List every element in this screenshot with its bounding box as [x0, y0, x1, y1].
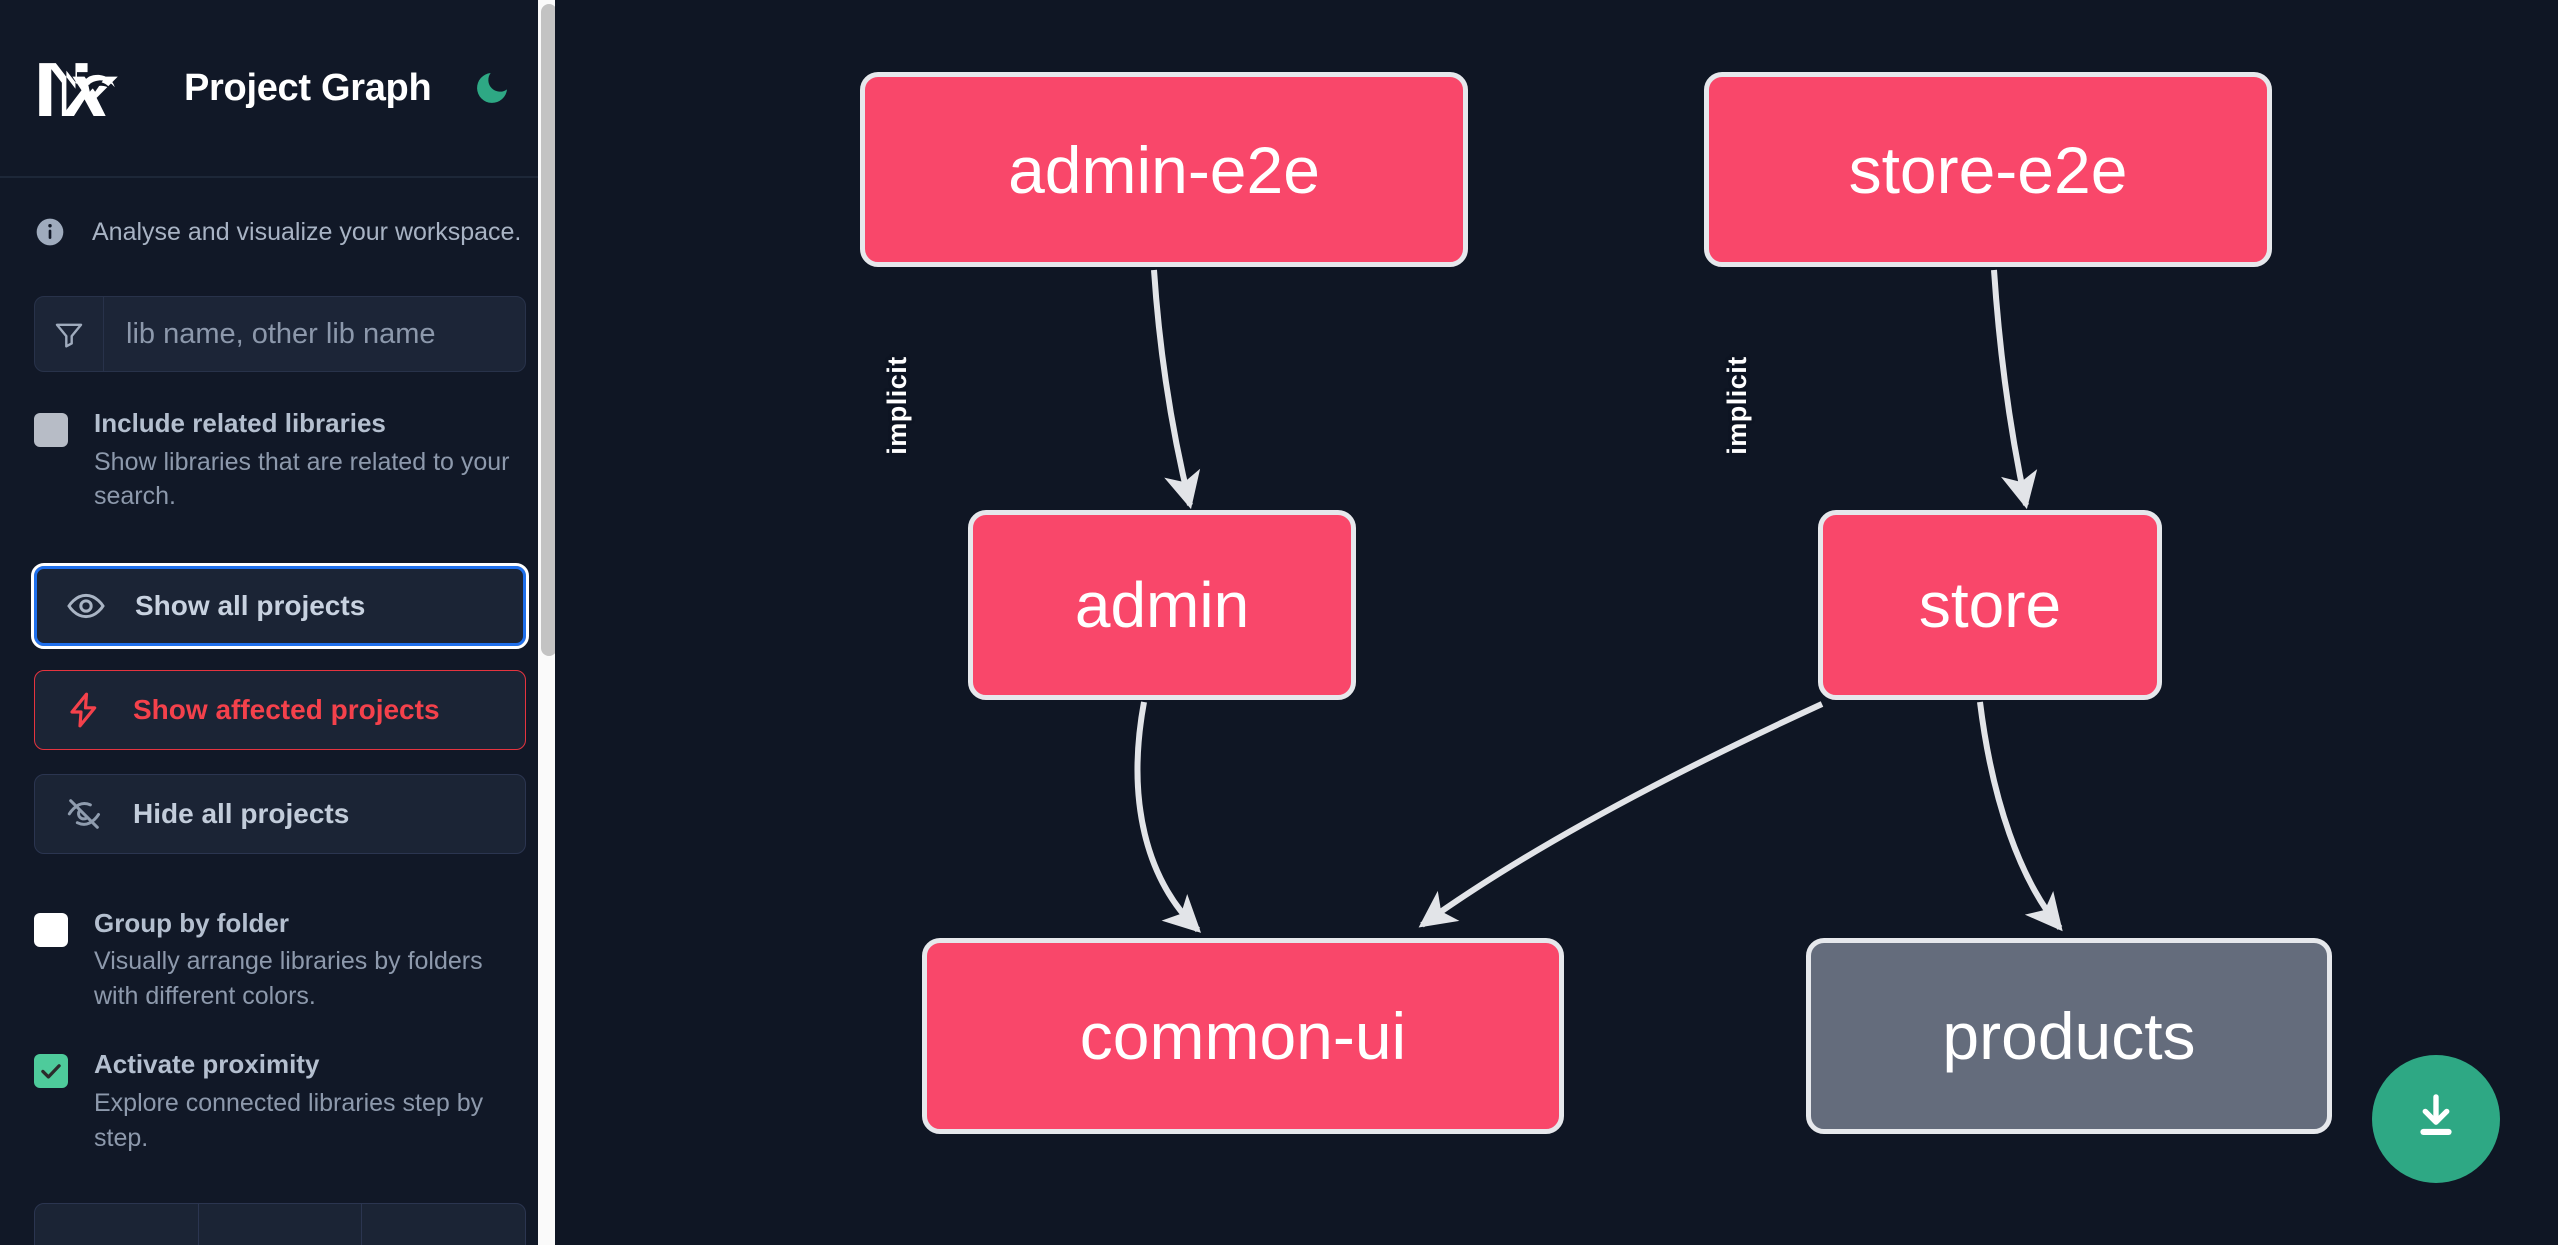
- nx-logo-icon: [34, 54, 126, 122]
- graph-node-store-e2e[interactable]: store-e2e: [1704, 72, 2272, 267]
- funnel-icon: [35, 297, 104, 371]
- download-icon: [2408, 1089, 2464, 1150]
- edge-admin-e2e-to-admin: [1151, 269, 1201, 510]
- sidebar-scroll-content: Project Graph Analyse and visualize your…: [0, 0, 560, 1245]
- checkbox-group-by-folder[interactable]: Group by folder Visually arrange librari…: [0, 878, 560, 1014]
- checkbox-label-group-by-folder: Group by folder: [94, 907, 289, 938]
- checkbox-desc-include-related: Show libraries that are related to your …: [94, 447, 510, 511]
- page-title: Project Graph: [184, 66, 432, 109]
- checkbox-body: Include related libraries Show libraries…: [94, 408, 524, 514]
- edge-store-to-common-ui: [1418, 701, 1824, 928]
- checkbox-box-activate-proximity[interactable]: [34, 1054, 68, 1089]
- sidebar-scrollbar-thumb[interactable]: [541, 4, 557, 656]
- checkbox-desc-group-by-folder: Visually arrange libraries by folders wi…: [94, 947, 483, 1010]
- edge-admin-to-common-ui: [1134, 701, 1202, 933]
- graph-node-products[interactable]: products: [1806, 938, 2332, 1134]
- hide-all-projects-button[interactable]: Hide all projects: [34, 773, 526, 854]
- moon-icon[interactable]: [469, 65, 515, 111]
- search-input[interactable]: [104, 297, 525, 371]
- hide-all-projects-label: Hide all projects: [133, 797, 350, 829]
- graph-node-admin[interactable]: admin: [968, 510, 1356, 700]
- checkbox-desc-activate-proximity: Explore connected libraries step by step…: [94, 1089, 484, 1152]
- project-visibility-buttons: Show all projects Show affected projects: [31, 562, 529, 854]
- checkbox-box-group-by-folder[interactable]: [34, 912, 68, 947]
- seg-option-3[interactable]: [362, 1204, 525, 1245]
- eye-off-icon: [63, 793, 105, 835]
- seg-option-2[interactable]: [199, 1204, 363, 1245]
- show-all-projects-label: Show all projects: [135, 589, 366, 621]
- workspace-info: Analyse and visualize your workspace.: [0, 178, 560, 248]
- checkbox-label-include-related: Include related libraries: [94, 408, 386, 438]
- lightning-bolt-icon: [63, 689, 105, 731]
- info-circle-icon: [34, 216, 66, 248]
- sidebar-header: Project Graph: [0, 0, 560, 178]
- graph-edges: [1134, 269, 2063, 933]
- checkbox-box-include-related[interactable]: [34, 413, 68, 447]
- show-affected-projects-label: Show affected projects: [133, 693, 440, 725]
- show-all-projects-button[interactable]: Show all projects: [31, 562, 529, 649]
- graph-node-common-ui[interactable]: common-ui: [922, 938, 1564, 1134]
- graph-node-store[interactable]: store: [1818, 510, 2162, 700]
- graph-node-admin-e2e[interactable]: admin-e2e: [860, 72, 1468, 267]
- proximity-segmented-control: [34, 1203, 526, 1245]
- checkbox-body: Group by folder Visually arrange librari…: [94, 908, 524, 1014]
- checkbox-body: Activate proximity Explore connected lib…: [94, 1049, 524, 1155]
- edge-store-to-products: [1977, 701, 2063, 932]
- graph-canvas[interactable]: admin-e2e store-e2e admin store common-ui pro…: [560, 0, 2558, 1245]
- download-image-button[interactable]: [2372, 1055, 2500, 1183]
- sidebar-scrollbar[interactable]: [538, 0, 560, 1245]
- checkbox-label-activate-proximity: Activate proximity: [94, 1049, 320, 1080]
- edge-paths: [1134, 269, 2063, 933]
- sidebar-divider: [555, 0, 560, 1245]
- show-affected-projects-button[interactable]: Show affected projects: [34, 669, 526, 750]
- checkbox-activate-proximity[interactable]: Activate proximity Explore connected lib…: [0, 1013, 560, 1155]
- sidebar: Project Graph Analyse and visualize your…: [0, 0, 560, 1245]
- edge-store-e2e-to-store: [1991, 269, 2038, 510]
- checkbox-include-related-libraries[interactable]: Include related libraries Show libraries…: [0, 372, 560, 514]
- workspace-info-text: Analyse and visualize your workspace.: [92, 217, 522, 246]
- eye-icon: [65, 585, 107, 627]
- filter-bar: [34, 296, 526, 372]
- seg-option-1[interactable]: [35, 1204, 199, 1245]
